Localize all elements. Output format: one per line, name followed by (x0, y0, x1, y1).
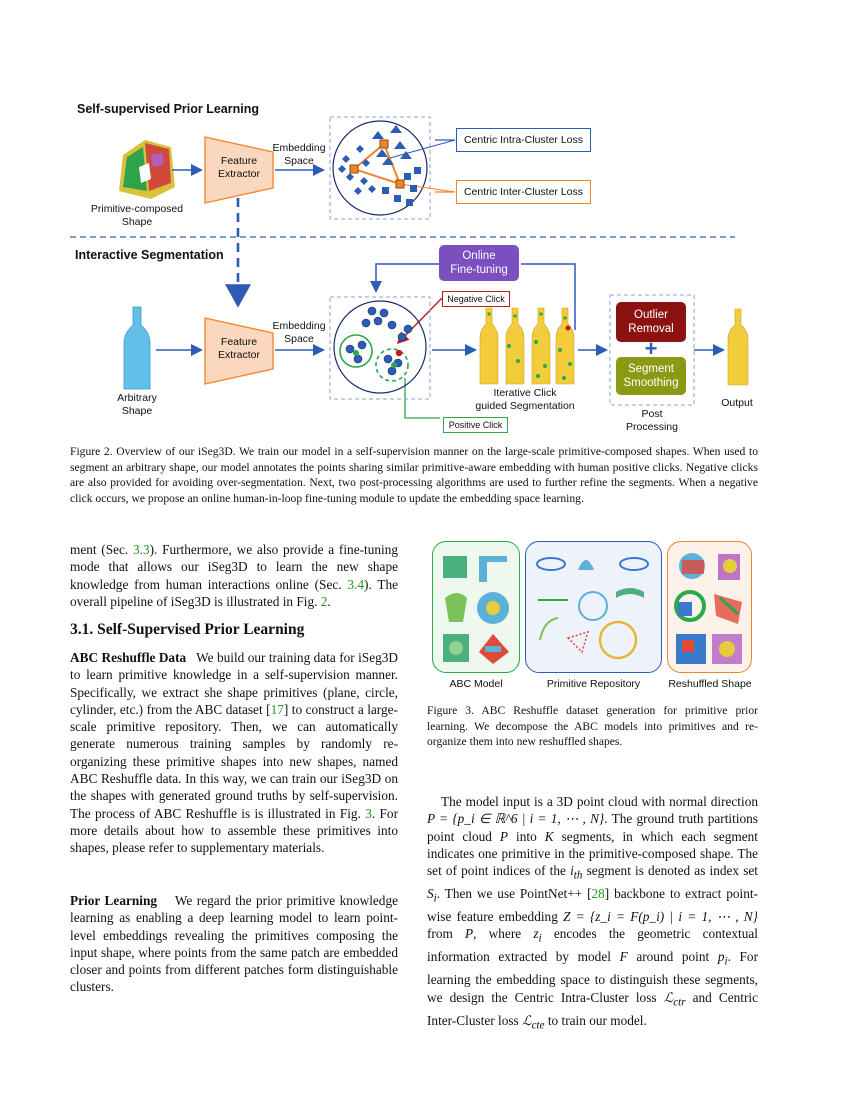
arbitrary-shape-label: Arbitrary Shape (117, 392, 157, 417)
iterative-segmentation-bottles (479, 307, 575, 385)
feature-extractor-shape-top (204, 136, 274, 204)
embedding-space-bottom-clusters (333, 300, 427, 394)
iterative-click-label: Iterative Click guided Segmentation (475, 387, 575, 412)
primitive-repository-shapes (536, 557, 649, 660)
left-intro-paragraph: ment (Sec. 3.3). Furthermore, we also pr… (70, 542, 399, 609)
intra-cluster-loss-box: Centric Intra-Cluster Loss (456, 128, 591, 152)
abc-model-label: ABC Model (449, 678, 503, 690)
outlier-removal-box: Outlier Removal (616, 302, 686, 342)
section-heading: 3.1. Self-Supervised Prior Learning (70, 621, 305, 638)
prior-learning-paragraph: Prior Learning We regard the prior primi… (70, 893, 399, 995)
feature-extractor-shape-bottom (204, 317, 274, 385)
inter-cluster-loss-box: Centric Inter-Cluster Loss (456, 180, 591, 204)
primitive-repository-panel (525, 541, 662, 673)
bottom-diagram-connectors (156, 263, 725, 419)
figure3-caption: Figure 3. ABC Reshuffle dataset generati… (427, 704, 758, 749)
post-processing-label: Post Processing (626, 408, 678, 433)
segment-smoothing-box: Segment Smoothing (616, 357, 686, 395)
output-label: Output (721, 397, 753, 409)
feature-extractor-label-bottom: Feature Extractor (217, 336, 260, 361)
online-finetuning-box: Online Fine-tuning (439, 245, 519, 281)
negative-click-label: Negative Click (442, 291, 510, 307)
abc-model-shapes (443, 556, 509, 664)
abc-model-panel (432, 541, 520, 673)
section-divider (70, 198, 735, 308)
reshuffled-shape-panel (667, 541, 752, 673)
embedding-space-top-clusters (338, 125, 421, 206)
model-input-paragraph: The model input is a 3D point cloud with… (427, 794, 759, 1032)
abc-reshuffle-paragraph: ABC Reshuffle Data We build our training… (70, 650, 398, 856)
embedding-space-label-top: Embedding Space (272, 142, 326, 167)
bottom-section-title: Interactive Segmentation (75, 248, 224, 262)
arbitrary-shape-bottle-image (123, 306, 151, 390)
reshuffled-shape-label: Reshuffled Shape (668, 678, 752, 690)
primitive-repository-label: Primitive Repository (546, 678, 641, 690)
top-section-title: Self-supervised Prior Learning (77, 102, 259, 116)
output-bottle-image (727, 308, 749, 386)
reshuffled-shapes (674, 553, 742, 664)
feature-extractor-label-top: Feature Extractor (217, 155, 260, 180)
plus-sign: + (644, 336, 658, 361)
primitive-composed-shape-image (119, 140, 175, 199)
figure2-caption: Figure 2. Overview of our iSeg3D. We tra… (70, 445, 758, 505)
positive-click-label: Positive Click (443, 417, 508, 433)
primitive-shape-label: Primitive-composed Shape (90, 203, 184, 228)
embedding-space-label-bottom: Embedding Space (272, 320, 326, 345)
top-diagram-connectors (172, 116, 456, 220)
